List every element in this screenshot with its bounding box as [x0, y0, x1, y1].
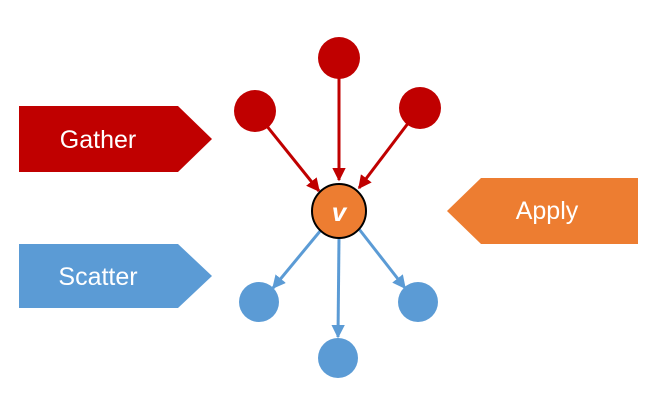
scatter-edge-left — [271, 229, 323, 290]
apply-tag-shape — [447, 178, 638, 244]
gather-label: Gather — [60, 126, 136, 154]
scatter-label: Scatter — [58, 263, 137, 291]
gather-node-left — [234, 90, 276, 132]
gather-node-top — [318, 37, 360, 79]
gather-tag: Gather — [19, 106, 212, 172]
scatter-node-bottom — [318, 338, 358, 378]
center-vertex-label: v — [332, 197, 348, 227]
scatter-tag: Scatter — [19, 244, 212, 308]
gather-edge-right — [357, 121, 411, 190]
apply-label: Apply — [516, 197, 579, 225]
gather-edge-left — [264, 124, 321, 193]
scatter-node-left — [239, 282, 279, 322]
center-vertex-circle — [311, 183, 367, 239]
center-vertex: v — [311, 183, 367, 239]
scatter-edge-right — [357, 228, 407, 290]
apply-tag: Apply — [447, 178, 638, 244]
gather-node-right — [399, 87, 441, 129]
scatter-node-right — [398, 282, 438, 322]
scatter-tag-shape — [19, 244, 212, 308]
gather-tag-shape — [19, 106, 212, 172]
scatter-edge-bottom — [331, 236, 345, 339]
